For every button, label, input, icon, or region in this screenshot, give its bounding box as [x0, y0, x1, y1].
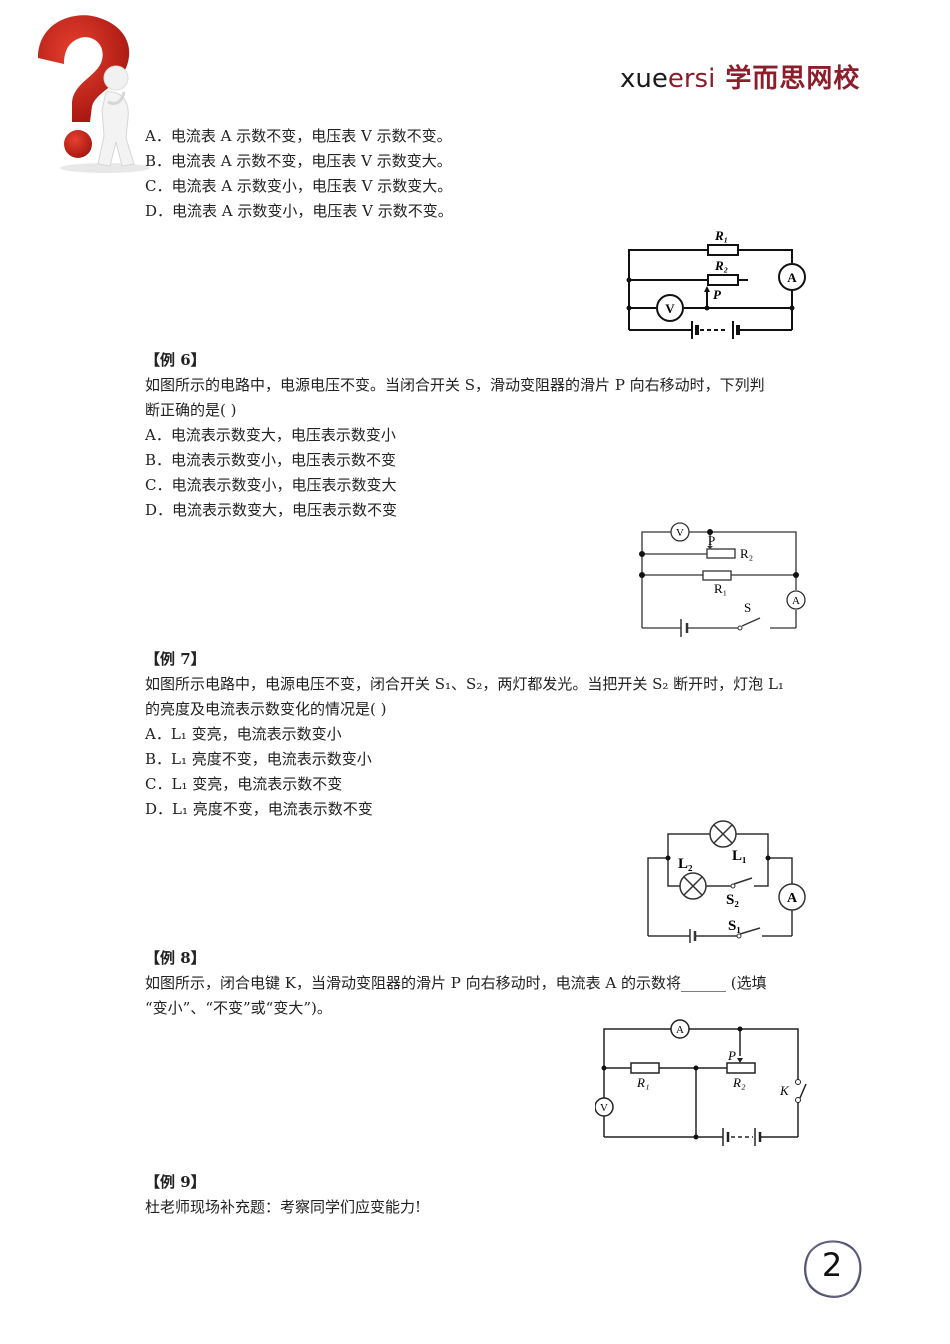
example7-option-b: B．L₁ 亮度不变，电流表示数变小 [145, 750, 372, 768]
example7-option-a: A．L₁ 变亮，电流表示数变小 [145, 725, 342, 743]
logo-latin-dark: xue [620, 64, 668, 94]
example5-option-c: C．电流表 A 示数变小，电压表 V 示数变大。 [145, 177, 453, 195]
page-number: 2 [821, 1246, 843, 1284]
example8-question-line1: 如图所示，闭合电键 K，当滑动变阻器的滑片 P 向右移动时，电流表 A 的示数将… [145, 974, 767, 992]
lamp-l1-icon [709, 820, 737, 848]
l2-label: L₂ [678, 856, 693, 872]
example7-option-c: C．L₁ 变亮，电流表示数不变 [145, 775, 343, 793]
s1-label: S₁ [728, 918, 741, 934]
example5-circuit-diagram: R₁ R₂ P A V [620, 220, 810, 350]
l1-label: L₁ [732, 848, 747, 864]
example6-option-d: D．电流表示数变大，电压表示数不变 [145, 501, 398, 519]
brand-logo: xueersi 学而思网校 [620, 58, 860, 95]
example7-question-line1: 如图所示电路中，电源电压不变，闭合开关 S₁、S₂，两灯都发光。当把开关 S₂ … [145, 675, 784, 693]
lamp-l2-icon [679, 872, 707, 900]
example7-question-line2: 的亮度及电流表示数变化的情况是( ) [145, 700, 387, 718]
example7-circuit-diagram: L₁ L₂ S₂ S₁ A [640, 818, 810, 948]
example6-question-line1: 如图所示的电路中，电源电压不变。当闭合开关 S，滑动变阻器的滑片 P 向右移动时… [145, 376, 765, 394]
example6-heading: 【例 6】 [145, 351, 206, 369]
example8-question-line2: “变小”、“不变”或“变大”)。 [145, 999, 332, 1017]
ammeter-label: A [676, 1024, 684, 1036]
example6-question-line2: 断正确的是( ) [145, 401, 237, 419]
example8-circuit-diagram: A V P R₁ R₂ K [595, 1018, 810, 1148]
r1-label: R₁ [714, 228, 728, 243]
ammeter-label: A [787, 270, 797, 285]
ammeter-label: A [792, 595, 800, 607]
p-label: P [727, 1048, 736, 1063]
hand-drawn-circle-icon [804, 1240, 862, 1298]
example9-heading: 【例 9】 [145, 1173, 206, 1191]
example5-option-b: B．电流表 A 示数不变，电压表 V 示数变大。 [145, 152, 452, 170]
page-number-badge: 2 [800, 1236, 864, 1300]
p-label: P [708, 533, 715, 548]
example5-option-a: A．电流表 A 示数不变，电压表 V 示数不变。 [145, 127, 452, 145]
voltmeter-label: V [665, 301, 675, 316]
r1-label: R₁ [636, 1075, 649, 1090]
example5-option-d: D．电流表 A 示数变小，电压表 V 示数不变。 [145, 202, 453, 220]
logo-latin-red: ersi [667, 64, 716, 94]
example6-option-a: A．电流表示数变大，电压表示数变小 [145, 426, 396, 444]
s2-label: S₂ [726, 892, 739, 908]
example6-option-c: C．电流表示数变小，电压表示数变大 [145, 476, 397, 494]
r2-label: R₂ [732, 1075, 746, 1090]
ammeter-label: A [787, 891, 798, 906]
switch-label: S [744, 600, 751, 615]
example8-heading: 【例 8】 [145, 949, 206, 967]
p-label: P [713, 287, 722, 302]
voltmeter-label: V [676, 527, 684, 539]
voltmeter-label: V [600, 1102, 608, 1114]
example7-option-d: D．L₁ 亮度不变，电流表示数不变 [145, 800, 373, 818]
example7-heading: 【例 7】 [145, 650, 206, 668]
example6-circuit-diagram: V P R₂ R₁ A S [630, 520, 810, 640]
logo-chinese: 学而思网校 [725, 64, 861, 94]
example9-text: 杜老师现场补充题：考察同学们应变能力! [145, 1198, 422, 1216]
question-mark-figure-icon [30, 10, 150, 175]
example6-option-b: B．电流表示数变小，电压表示数不变 [145, 451, 397, 469]
k-label: K [779, 1083, 790, 1098]
r1-label: R₁ [714, 581, 727, 596]
r2-label: R₂ [714, 258, 728, 273]
r2-label: R₂ [740, 546, 753, 561]
